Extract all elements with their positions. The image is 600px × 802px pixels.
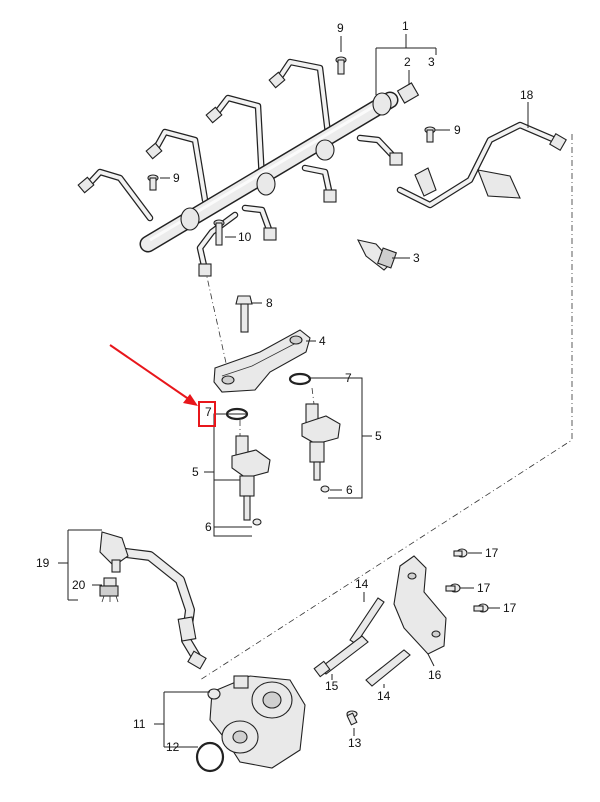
callout-20: 20: [72, 578, 86, 592]
fuel-rail-assembly: [77, 58, 437, 277]
callout-17-top: 17: [485, 546, 499, 560]
callout-15: 15: [325, 679, 339, 693]
callouts: 1 2 3 3 4 5 5 6 6 7 7 8 9 9 9 10 11 12 1…: [36, 19, 534, 754]
callout-5-right: 5: [375, 429, 382, 443]
high-pressure-pipe-18: [396, 121, 567, 209]
callout-9-left: 9: [173, 171, 180, 185]
bolts-17: [445, 548, 489, 613]
stud-14-upper: [349, 597, 385, 645]
sensor-20: [99, 577, 119, 603]
bolt-9-right: [424, 126, 436, 143]
callout-10: 10: [238, 230, 252, 244]
bolt-8: [235, 295, 253, 333]
pressure-sensor: [356, 239, 398, 271]
callout-11: 11: [133, 717, 146, 731]
injector-hold-down-bracket: [213, 329, 311, 393]
bolts: [147, 56, 436, 333]
callout-5-left: 5: [192, 465, 199, 479]
callout-9-top: 9: [337, 21, 344, 35]
callout-13: 13: [348, 736, 362, 750]
stud-15: [313, 635, 369, 678]
callout-4: 4: [319, 334, 326, 348]
callout-3-sensor: 3: [413, 251, 420, 265]
stud-14-lower: [365, 649, 411, 687]
bolt-13: [346, 710, 358, 726]
alignment-lines: [199, 134, 573, 681]
o-ring-right: [288, 372, 312, 386]
callout-19: 19: [36, 556, 50, 570]
injector-right: [301, 403, 341, 493]
callout-1: 1: [402, 19, 409, 33]
red-highlight-box: [198, 401, 216, 427]
callout-8: 8: [266, 296, 273, 310]
o-ring-12: [195, 741, 225, 773]
callout-3-top: 3: [428, 55, 435, 69]
injector-left: [231, 435, 271, 526]
highlight-marker: [109, 344, 216, 427]
callout-7-left: 7: [205, 405, 212, 419]
red-arrow-shaft: [109, 344, 191, 401]
callout-6-left: 6: [205, 520, 212, 534]
callout-9-right: 9: [454, 123, 461, 137]
callout-17-bottom: 17: [503, 601, 517, 615]
bolt-10: [213, 219, 225, 246]
callout-18: 18: [520, 88, 534, 102]
callout-17-middle: 17: [477, 581, 491, 595]
callout-14-upper: 14: [355, 577, 369, 591]
callout-2: 2: [404, 55, 411, 69]
callout-16: 16: [428, 668, 442, 682]
heat-shield: [393, 555, 447, 655]
callout-7-right: 7: [345, 371, 352, 385]
leader-lines: [58, 34, 529, 748]
callout-14-lower: 14: [377, 689, 391, 703]
bolt-9-left: [147, 174, 159, 191]
callout-6-right: 6: [346, 483, 353, 497]
high-pressure-pump: [207, 675, 306, 769]
fitting-and-hose: [99, 531, 207, 670]
bolt-9-top: [335, 56, 347, 75]
red-arrow-head: [183, 394, 198, 406]
callout-12: 12: [166, 740, 180, 754]
